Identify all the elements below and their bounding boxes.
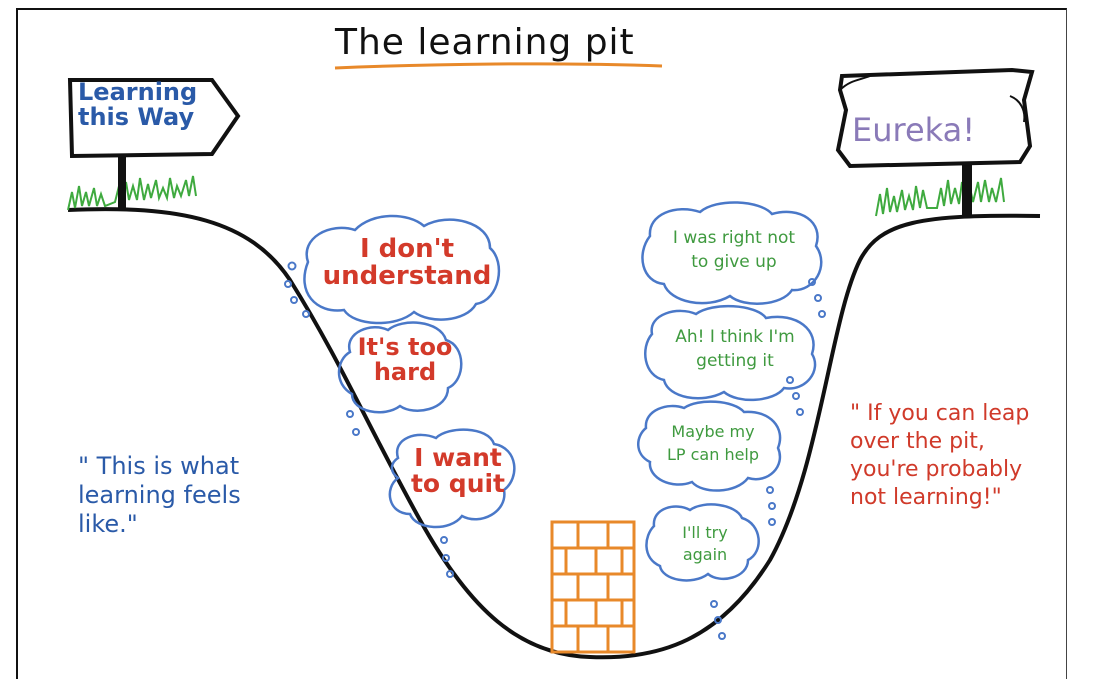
thought-green-3: Maybe my LP can help bbox=[666, 422, 760, 465]
diagram-title: The learning pit bbox=[335, 22, 635, 63]
thought-green-1: I was right not to give up bbox=[672, 228, 796, 272]
thought-red-3: I want to quit bbox=[410, 443, 506, 499]
thought-red-2: It's too hard bbox=[357, 333, 453, 387]
quote-left: " This is what learning feels like." bbox=[78, 452, 241, 538]
sign-right-label: Eureka! bbox=[852, 111, 976, 149]
grass-left bbox=[67, 175, 197, 211]
sign-left-label: Learning this Way bbox=[78, 78, 198, 132]
signpost-right-board bbox=[835, 67, 1035, 169]
cloud-lp-can-help bbox=[637, 400, 782, 492]
cloud-too-hard bbox=[337, 321, 463, 414]
cloud-try-again bbox=[645, 503, 760, 582]
quote-right: " If you can leap over the pit, you're p… bbox=[850, 401, 1030, 511]
signpost-left-pole bbox=[118, 152, 126, 208]
signpost-right-pole bbox=[962, 162, 972, 218]
grass-right bbox=[875, 177, 1005, 217]
signpost-left-board bbox=[67, 78, 241, 159]
thought-green-4: I'll try again bbox=[682, 523, 728, 565]
thought-bubbles-right bbox=[710, 278, 826, 640]
cloud-getting-it bbox=[644, 304, 817, 402]
thought-green-2: Ah! I think I'm getting it bbox=[675, 327, 795, 371]
thought-red-1: I don't understand bbox=[322, 234, 492, 292]
cloud-want-quit bbox=[388, 428, 516, 529]
brick-wall bbox=[550, 520, 636, 654]
thought-bubbles-left bbox=[284, 261, 454, 578]
cloud-dont-understand bbox=[303, 214, 501, 325]
cloud-right-not-give-up bbox=[641, 201, 823, 305]
title-underline bbox=[334, 62, 663, 70]
pit-curve bbox=[67, 207, 1041, 660]
